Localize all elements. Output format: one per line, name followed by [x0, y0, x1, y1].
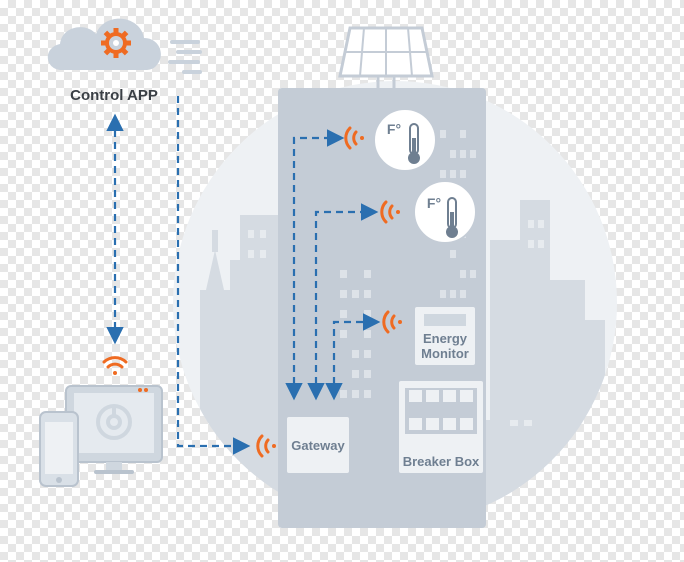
- thermometer-icon: [446, 198, 458, 238]
- building-window: [352, 370, 359, 378]
- building-window: [440, 170, 446, 178]
- building-window: [364, 350, 371, 358]
- building-window: [440, 290, 446, 298]
- building-window: [470, 150, 476, 158]
- building-window: [340, 290, 347, 298]
- building-window: [460, 150, 466, 158]
- building-window: [364, 390, 371, 398]
- building-window: [352, 290, 359, 298]
- monitor-icon: [66, 386, 162, 474]
- thermostat-lower[interactable]: [414, 181, 476, 243]
- building-window: [450, 290, 456, 298]
- building-window: [460, 290, 466, 298]
- breaker-box-label: Breaker Box: [396, 454, 486, 469]
- building-window: [364, 330, 371, 338]
- gear-icon: [101, 28, 131, 58]
- control-app-label: Control APP: [56, 88, 172, 103]
- thermometer-icon: [408, 124, 420, 164]
- energy-monitor-label-line2: Monitor: [410, 346, 480, 361]
- building-window: [460, 130, 466, 138]
- building-window: [460, 170, 466, 178]
- building-window: [364, 370, 371, 378]
- building-window: [470, 270, 476, 278]
- building-window: [460, 270, 466, 278]
- thermostat-upper-unit: F°: [382, 122, 406, 137]
- building-window: [364, 290, 371, 298]
- thermostat-lower-unit: F°: [422, 196, 446, 211]
- thermostat-upper[interactable]: [374, 109, 436, 171]
- building-window: [364, 310, 371, 318]
- building-window: [340, 270, 347, 278]
- building-window: [352, 390, 359, 398]
- building-window: [440, 130, 446, 138]
- energy-monitor-label-line1: Energy: [410, 331, 480, 346]
- building-window: [340, 330, 347, 338]
- solar-panel-icon: [340, 28, 432, 88]
- building-window: [364, 270, 371, 278]
- building-window: [340, 390, 347, 398]
- building-window: [450, 250, 456, 258]
- wifi-signal-icon: [104, 358, 126, 375]
- building-window: [340, 310, 347, 318]
- phone-icon: [40, 412, 78, 486]
- building-window: [450, 150, 456, 158]
- building-window: [450, 170, 456, 178]
- gateway-label: Gateway: [286, 438, 350, 453]
- building-window: [352, 350, 359, 358]
